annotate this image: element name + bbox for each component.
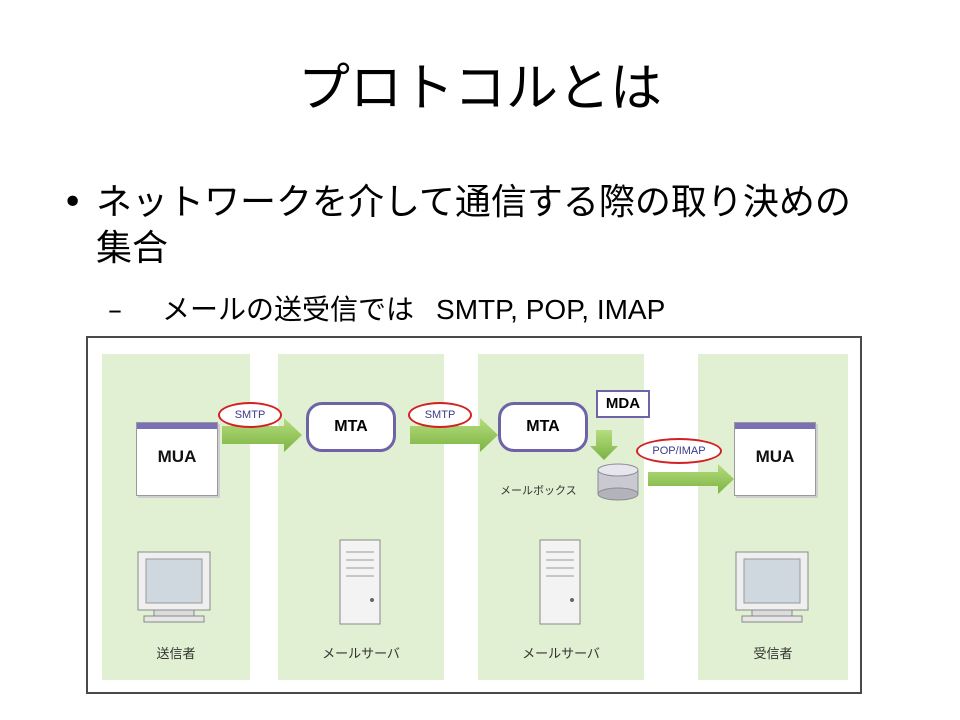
- mail-protocol-diagram: 送信者 メールサーバ メールサーバ 受信者: [86, 336, 862, 694]
- receiver-mua-label: MUA: [755, 447, 795, 466]
- sender-monitor-icon: [137, 551, 211, 623]
- bullet-marker: •: [62, 182, 84, 223]
- mta-box-1: MTA: [306, 402, 396, 452]
- bullet-text: ネットワークを介して通信する際の取り決めの集合: [96, 182, 851, 269]
- sender-mua-label: MUA: [157, 447, 197, 466]
- column-label-sender: 送信者: [156, 647, 196, 662]
- mda-box: MDA: [596, 390, 650, 418]
- slide-title: プロトコルとは: [297, 59, 662, 119]
- receiver-mua-window: MUA: [734, 422, 816, 496]
- sub-bullet-marker: –: [108, 293, 122, 326]
- sender-mua-window: MUA: [136, 422, 218, 496]
- diagram-graphics: [137, 418, 809, 625]
- mailbox-icon: [597, 463, 639, 501]
- window-titlebar: [735, 423, 815, 429]
- protocol-oval-pop-imap: POP/IMAP: [636, 438, 722, 464]
- column-label-receiver: 受信者: [753, 647, 793, 662]
- sub-bullet-protocols: SMTP, POP, IMAP: [436, 294, 666, 325]
- server-tower-icon-1: [339, 539, 381, 625]
- mta-box-2: MTA: [498, 402, 588, 452]
- server-tower-icon-2: [539, 539, 581, 625]
- protocol-oval-smtp-1: SMTP: [218, 402, 282, 428]
- protocol-oval-smtp-2: SMTP: [408, 402, 472, 428]
- column-label-server-1: メールサーバ: [322, 647, 400, 662]
- column-label-server-2: メールサーバ: [522, 647, 600, 662]
- sub-bullet-text: メールの送受信では: [162, 293, 415, 326]
- window-titlebar: [137, 423, 217, 429]
- receiver-monitor-icon: [735, 551, 809, 623]
- arrow-mta-to-mailbox: [590, 430, 618, 460]
- sub-bullet: – メールの送受信では SMTP, POP, IMAP: [108, 292, 665, 328]
- column-receiver: 受信者: [698, 354, 848, 680]
- mailbox-label: メールボックス: [500, 484, 577, 497]
- arrow-pop-imap: [648, 464, 734, 494]
